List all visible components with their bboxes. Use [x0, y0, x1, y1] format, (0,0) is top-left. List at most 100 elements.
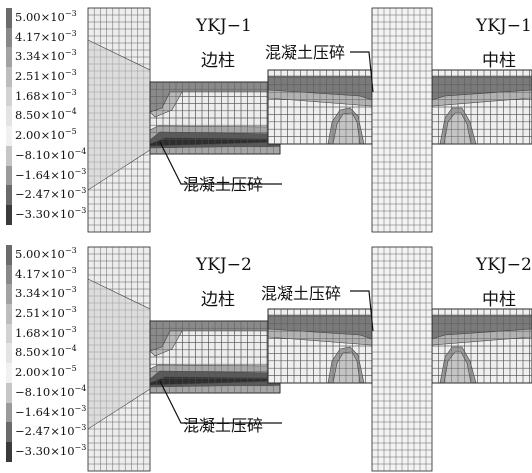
legend-row: −2.47×10−3: [6, 422, 86, 442]
legend-row: 1.68×10−3: [6, 323, 86, 344]
legend-value: −1.64×10−3: [15, 167, 86, 182]
legend-value: −8.10×10−4: [15, 147, 86, 162]
legend-row: −3.30×10−3: [6, 441, 86, 462]
legend-mantissa: 8.50×10: [15, 108, 65, 123]
legend-value: −8.10×10−4: [15, 384, 86, 399]
legend-mantissa: 2.00×10: [15, 127, 65, 142]
legend-swatch: [6, 323, 12, 344]
legend-value: 4.17×10−3: [15, 266, 77, 281]
legend-value: 4.17×10−3: [15, 29, 77, 44]
legend-value: 5.00×10−3: [15, 9, 77, 24]
ykj1-edge-joint-mesh: [87, 7, 281, 233]
legend-swatch: [6, 264, 12, 285]
legend-row: 5.00×10−3: [6, 8, 86, 28]
legend-mantissa: 3.34×10: [15, 49, 65, 64]
middle-beam-right-overlay-lines: [432, 70, 532, 144]
legend-exponent: −3: [64, 87, 77, 97]
legend-value: −3.30×10−3: [15, 443, 86, 458]
ykj2-fe-contour-scene: [87, 246, 532, 472]
legend-row: −1.64×10−3: [6, 402, 86, 423]
legend-exponent: −3: [74, 423, 87, 433]
legend-exponent: −3: [74, 166, 87, 176]
legend-exponent: −4: [64, 107, 77, 117]
ykj2-crush-leaders: [159, 290, 374, 424]
ykj2-specimen-label-right: YKJ−2: [476, 255, 532, 275]
legend-swatch: [6, 304, 12, 324]
ykj1-fe-contour-scene: [87, 7, 532, 233]
legend-swatch: [6, 204, 12, 225]
legend-exponent: −5: [64, 364, 77, 374]
legend-mantissa: 1.68×10: [15, 88, 65, 103]
legend-row: 1.68×10−3: [6, 86, 86, 107]
middle-column-lines: [372, 247, 432, 471]
legend-mantissa: 5.00×10: [15, 246, 65, 261]
ykj2-middle-column-label: 中柱: [482, 290, 516, 310]
legend-swatch: [6, 67, 12, 87]
legend-row: 8.50×10−4: [6, 343, 86, 364]
legend-swatch: [6, 245, 12, 265]
legend-row: −3.30×10−3: [6, 204, 87, 225]
legend-swatch: [6, 47, 12, 68]
legend-mantissa: 2.51×10: [15, 68, 65, 83]
legend-mantissa: −8.10×10: [15, 384, 75, 399]
legend-exponent: −3: [64, 285, 77, 295]
edge-crush-leader: [159, 141, 282, 185]
legend-mantissa: 1.68×10: [15, 325, 65, 340]
ykj2-specimen-label-left: YKJ−2: [196, 255, 252, 275]
ykj2-edge-joint-mesh: [87, 246, 281, 472]
legend-swatch: [6, 86, 12, 107]
legend-value: 8.50×10−4: [15, 344, 77, 359]
legend-exponent: −3: [64, 246, 77, 255]
legend-swatch: [6, 402, 12, 423]
edge-beam-overlay-lines: [150, 82, 280, 154]
legend-exponent: −5: [64, 127, 77, 137]
legend-swatch: [6, 126, 12, 146]
middle-crush-leader: [350, 290, 374, 332]
legend-mantissa: 3.34×10: [15, 286, 65, 301]
legend-swatch: [6, 165, 12, 186]
legend-row: −8.10×10−4: [6, 382, 86, 403]
legend-swatch: [6, 441, 12, 462]
legend-value: −2.47×10−3: [15, 423, 86, 438]
legend-exponent: −3: [74, 403, 87, 413]
legend-mantissa: −2.47×10: [15, 187, 75, 202]
edge-beam-overlay-lines: [150, 321, 280, 393]
legend-swatch: [6, 145, 12, 166]
ykj1-middle-column-label: 中柱: [482, 51, 516, 71]
legend-swatch: [6, 106, 12, 127]
legend-exponent: −3: [64, 305, 77, 315]
legend-exponent: −3: [64, 48, 77, 58]
ykj2-edge-column-label: 边柱: [201, 290, 235, 310]
legend-value: 2.00×10−5: [15, 364, 77, 379]
legend-value: 8.50×10−4: [15, 107, 77, 122]
middle-crush-leader: [350, 51, 374, 93]
ykj2-middle-joint-mesh: [267, 246, 532, 472]
legend-mantissa: −1.64×10: [15, 167, 75, 182]
middle-column-lines: [372, 8, 432, 232]
edge-crush-leader: [159, 380, 282, 424]
ykj1-crush-label-middle: 混凝土压碎: [265, 43, 346, 62]
legend-swatch: [6, 343, 12, 364]
legend-mantissa: 4.17×10: [15, 266, 65, 281]
legend-mantissa: −3.30×10: [15, 443, 75, 458]
legend-mantissa: −8.10×10: [15, 147, 75, 162]
legend-row: 2.51×10−3: [6, 67, 86, 87]
legend-exponent: −3: [74, 186, 87, 196]
legend-exponent: −3: [74, 205, 87, 215]
legend-row: 8.50×10−4: [6, 106, 86, 127]
legend-mantissa: 5.00×10: [15, 9, 65, 24]
legend-exponent: −3: [74, 442, 87, 452]
legend-swatch: [6, 382, 12, 403]
legend-value: −1.64×10−3: [15, 404, 86, 419]
legend-row: 4.17×10−3: [6, 264, 86, 285]
legend-exponent: −3: [64, 265, 77, 275]
legend-exponent: −3: [64, 68, 77, 78]
legend-value: 5.00×10−3: [15, 246, 77, 261]
legend-value: 3.34×10−3: [15, 285, 77, 300]
legend-row: 2.00×10−5: [6, 363, 86, 383]
legend-mantissa: 2.00×10: [15, 364, 65, 379]
legend-value: 1.68×10−3: [15, 325, 77, 340]
ykj1-crush-leaders: [159, 51, 374, 185]
